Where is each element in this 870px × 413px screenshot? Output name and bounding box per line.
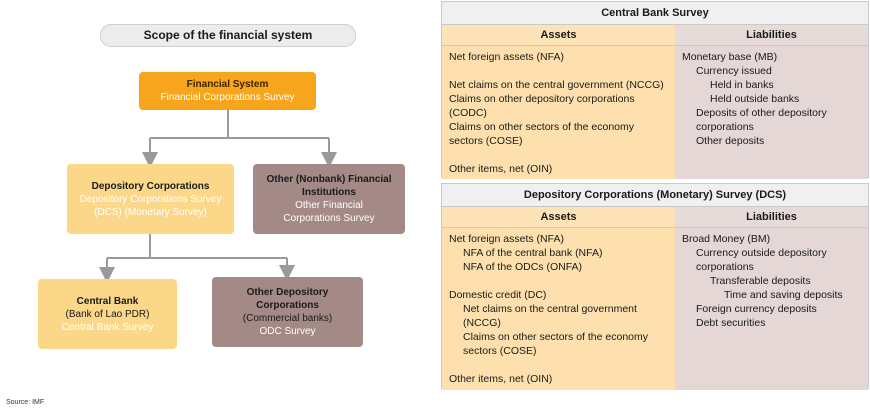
cbs-liabilities-header: Liabilities [675, 25, 868, 46]
dcs-asset-line: Net foreign assets (NFA) [449, 233, 564, 245]
odc-box: Other Depository Corporations (Commercia… [212, 277, 363, 347]
depository-sub2: (DCS) (Monetary Survey) [94, 206, 207, 218]
dcs-liability-line: corporations [696, 261, 754, 273]
spacer [449, 358, 669, 372]
central-bank-box: Central Bank (Bank of Lao PDR) Central B… [38, 279, 177, 349]
cbs-title: Central Bank Survey [442, 2, 868, 25]
dcs-asset-line: Domestic credit (DC) [449, 289, 547, 301]
dcs-liabilities-header: Liabilities [675, 207, 868, 228]
spacer [449, 148, 669, 162]
cbs-liability-line: corporations [696, 121, 754, 133]
cbs-assets-column: Assets Net foreign assets (NFA) Net clai… [442, 25, 675, 179]
dcs-table: Depository Corporations (Monetary) Surve… [441, 183, 869, 390]
other-nonbank-box: Other (Nonbank) Financial Institutions O… [253, 164, 405, 234]
dcs-asset-line: Other items, net (OIN) [449, 373, 553, 385]
dcs-asset-line: Claims on other sectors of the economy [463, 331, 649, 343]
dcs-assets-header: Assets [442, 207, 675, 228]
depository-title: Depository Corporations [91, 180, 210, 192]
source-note: Source: IMF [6, 399, 45, 406]
dcs-asset-line: Net claims on the central government [463, 303, 637, 315]
dcs-liability-line: Debt securities [696, 317, 766, 329]
cbs-liability-line: Other deposits [696, 135, 765, 147]
cbs-asset-line: Net claims on the central government (NC… [449, 79, 664, 91]
cbs-liability-line: Deposits of other depository [696, 107, 827, 119]
spacer [449, 274, 669, 288]
odc-title2: Corporations [256, 300, 319, 311]
financial-system-box: Financial System Financial Corporations … [139, 72, 316, 110]
odc-sub1: (Commercial banks) [242, 313, 333, 324]
cbs-asset-line: Other items, net (OIN) [449, 163, 553, 175]
odc-sub2: ODC Survey [259, 326, 316, 337]
central-bank-sub2: Central Bank Survey [61, 321, 154, 333]
other-nonbank-title2: Institutions [302, 187, 356, 198]
other-nonbank-sub1: Other Financial [295, 200, 363, 211]
financial-system-title: Financial System [186, 79, 269, 90]
connector-lines [99, 110, 337, 283]
central-bank-survey-table: Central Bank Survey Assets Net foreign a… [441, 1, 869, 179]
dcs-liability-line: Time and saving deposits [724, 289, 843, 301]
dcs-liability-line: Foreign currency deposits [696, 303, 817, 315]
spacer [449, 64, 669, 78]
cbs-assets-header: Assets [442, 25, 675, 46]
dcs-title: Depository Corporations (Monetary) Surve… [442, 184, 868, 207]
cbs-asset-line: (CODC) [449, 107, 487, 119]
cbs-asset-line: Net foreign assets (NFA) [449, 51, 564, 63]
depository-corporations-box: Depository Corporations Depository Corpo… [67, 164, 234, 234]
financial-system-subtitle: Financial Corporations Survey [160, 92, 295, 103]
cbs-liability-line: Held in banks [710, 79, 774, 91]
cbs-asset-line: Claims on other sectors of the economy [449, 121, 635, 133]
other-nonbank-title1: Other (Nonbank) Financial [266, 174, 392, 185]
cbs-liability-line: Held outside banks [710, 93, 800, 105]
cbs-liability-line: Monetary base (MB) [682, 51, 778, 63]
dcs-asset-line: (NCCG) [463, 317, 501, 329]
cbs-liabilities-column: Liabilities Monetary base (MB) Currency … [675, 25, 868, 179]
dcs-liability-line: Transferable deposits [710, 275, 811, 287]
dcs-asset-line: NFA of the ODCs (ONFA) [463, 261, 583, 273]
central-bank-title: Central Bank [76, 295, 139, 307]
dcs-assets-column: Assets Net foreign assets (NFA) NFA of t… [442, 207, 675, 390]
central-bank-sub1: (Bank of Lao PDR) [65, 308, 150, 320]
depository-sub1: Depository Corporations Survey [79, 193, 222, 205]
dcs-liability-line: Currency outside depository [696, 247, 827, 259]
diagram-title: Scope of the financial system [100, 24, 356, 47]
dcs-liabilities-column: Liabilities Broad Money (BM) Currency ou… [675, 207, 868, 390]
cbs-liability-line: Currency issued [696, 65, 772, 77]
dcs-liability-line: Broad Money (BM) [682, 233, 771, 245]
dcs-asset-line: sectors (COSE) [463, 345, 537, 357]
cbs-asset-line: sectors (COSE) [449, 135, 523, 147]
dcs-asset-line: NFA of the central bank (NFA) [463, 247, 603, 259]
cbs-asset-line: Claims on other depository corporations [449, 93, 635, 105]
odc-title1: Other Depository [246, 287, 329, 298]
other-nonbank-sub2: Corporations Survey [283, 213, 375, 224]
